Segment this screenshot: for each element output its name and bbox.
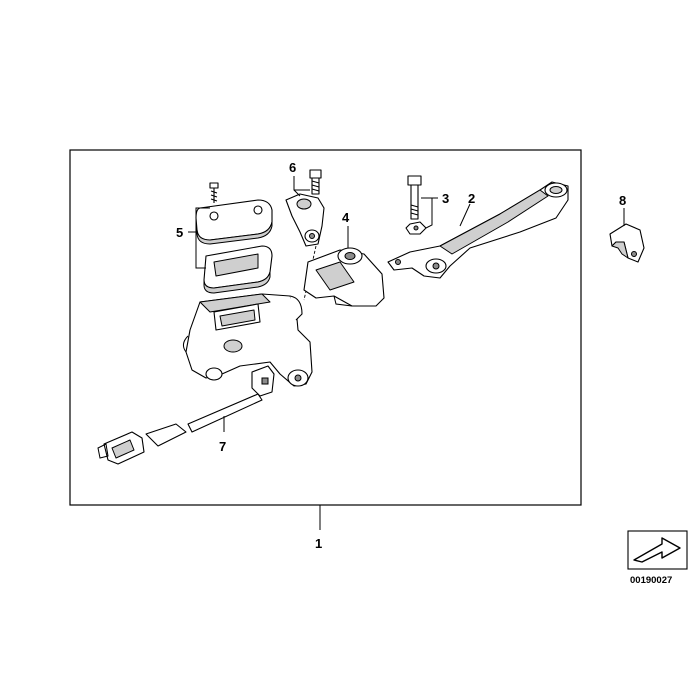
assembly-frame — [69, 149, 582, 506]
part-4-lever-bracket[interactable] — [303, 247, 385, 307]
callout-2-leader — [459, 203, 471, 227]
part-2-brake-lever[interactable] — [387, 181, 569, 279]
callout-6[interactable]: 6 — [289, 160, 296, 175]
callout-4[interactable]: 4 — [342, 210, 350, 225]
callout-3[interactable]: 3 — [442, 191, 449, 206]
callout-6-bracket — [293, 176, 310, 197]
part-6-clamp[interactable] — [285, 169, 325, 247]
part-8-clamp-half[interactable] — [609, 223, 645, 263]
callout-5-bracket — [188, 207, 210, 269]
diagram-symbol-icon — [627, 530, 688, 570]
callout-7[interactable]: 7 — [219, 439, 226, 454]
callout-2[interactable]: 2 — [468, 191, 475, 206]
part-7-brake-light-switch[interactable] — [97, 365, 275, 465]
callout-8[interactable]: 8 — [619, 193, 626, 208]
callout-5[interactable]: 5 — [176, 225, 183, 240]
diagram-code: 00190027 — [630, 575, 672, 586]
callout-3-bracket — [421, 197, 438, 229]
callout-1[interactable]: 1 — [315, 536, 322, 551]
part-3-lever-bolt[interactable] — [405, 175, 427, 235]
master-cylinder-body[interactable] — [182, 293, 313, 387]
part-5-reservoir-cover[interactable] — [195, 182, 273, 294]
